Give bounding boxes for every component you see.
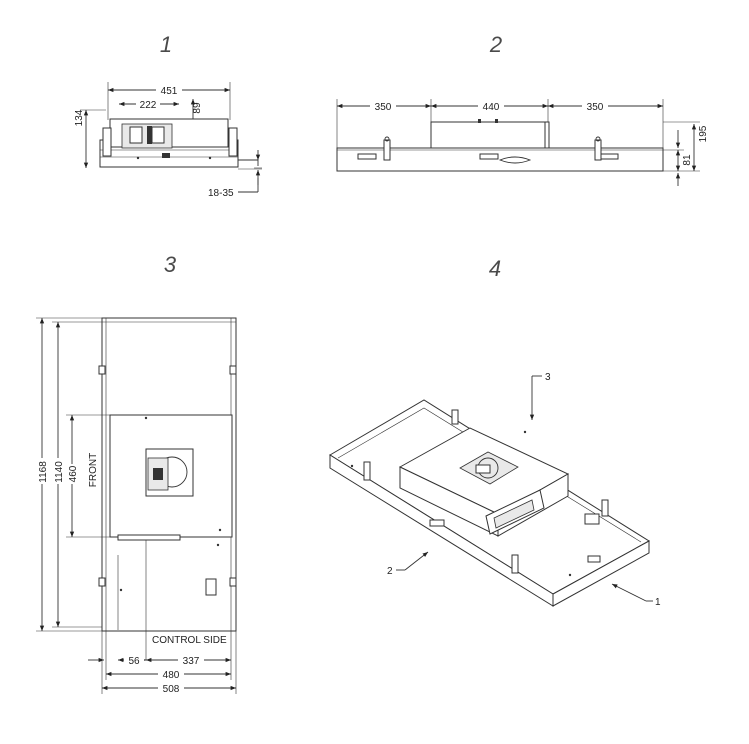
view-2: 2 350 440 350 [336,32,709,186]
dim-350-right: 350 [587,102,604,113]
dim-1168: 1168 [38,461,49,483]
label-front: FRONT [88,453,99,487]
dim-451: 451 [161,86,178,97]
dim-480: 480 [163,670,180,681]
callout-3: 3 [545,372,551,383]
dim-18-35: 18-35 [208,188,234,199]
view-2-title: 2 [489,32,502,57]
callout-2: 2 [387,566,393,577]
dim-460: 460 [68,465,79,482]
view-1: 1 451 222 89 134 [74,32,262,199]
dim-1140: 1140 [54,461,65,483]
dim-81: 81 [682,154,693,166]
callout-1: 1 [655,597,661,608]
dim-440: 440 [483,102,500,113]
label-control-side: CONTROL SIDE [152,635,227,646]
dim-134: 134 [74,109,85,126]
dim-337: 337 [183,656,200,667]
dim-89: 89 [192,102,203,114]
view-3: 3 FRONT CONTROL SIDE [35,252,237,695]
view-4: 4 3 2 1 [329,256,661,608]
panel-body-side [336,147,664,172]
dim-222: 222 [140,100,157,111]
dim-195: 195 [698,125,709,142]
dim-508: 508 [163,684,180,695]
view-1-title: 1 [160,32,172,57]
view-3-title: 3 [164,252,177,277]
view-4-title: 4 [489,256,501,281]
dim-350-left: 350 [375,102,392,113]
fan-box-side [430,121,549,151]
dim-56: 56 [128,656,140,667]
